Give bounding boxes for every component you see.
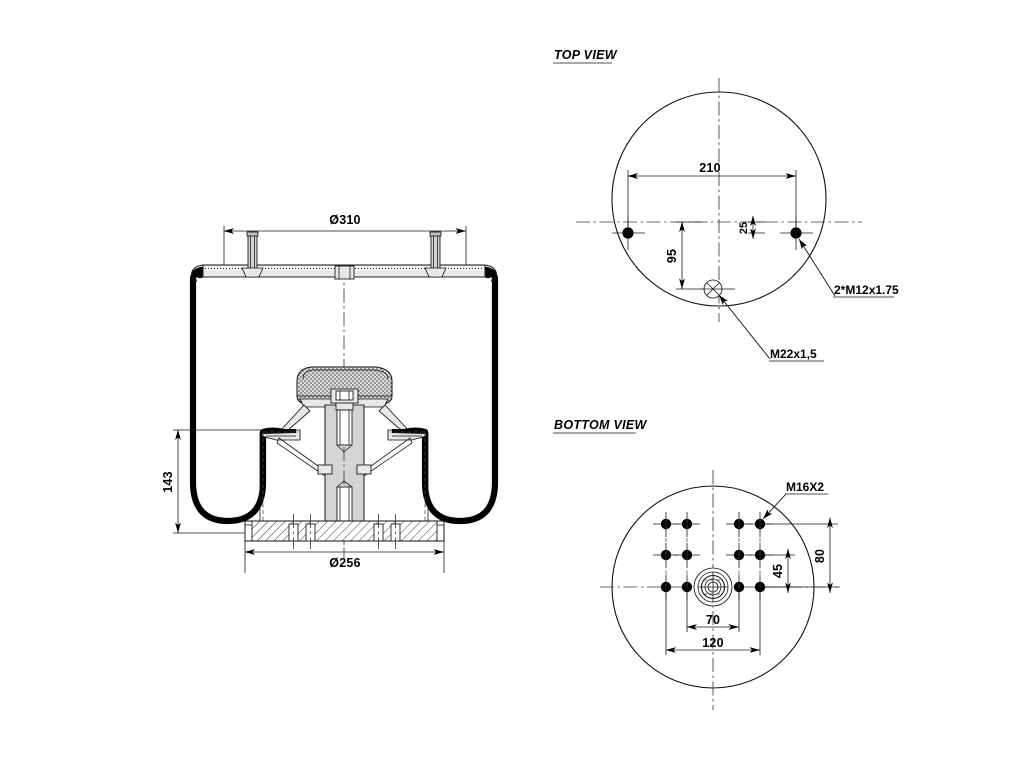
- bellows-right-lobe: [421, 276, 499, 525]
- top-plate-rim-right: [484, 264, 497, 282]
- dimension-inner-hole-spacing-70: 70: [686, 590, 740, 632]
- dim-label-95: 95: [665, 249, 679, 263]
- dim-label-45: 45: [771, 564, 785, 578]
- dim-label-25: 25: [738, 222, 750, 234]
- bellows-left-lobe: [189, 276, 267, 525]
- bumper-inner-contour: [302, 369, 389, 380]
- hole: [726, 512, 752, 537]
- bottom-view-center-port: [693, 567, 733, 607]
- callout-studs: 2*M12x1.75: [798, 238, 899, 298]
- dimension-stud-offset-25: 25: [738, 215, 765, 239]
- dimension-top-plate-diameter: Ø310: [223, 213, 467, 272]
- base-plate-assembly: [244, 514, 445, 549]
- top-view-title: TOP VIEW: [554, 48, 618, 62]
- dimension-outer-hole-spacing-120: 120: [665, 590, 761, 655]
- top-plate-assembly: [191, 231, 497, 282]
- dim-label-310: Ø310: [329, 213, 360, 227]
- top-view-group: TOP VIEW: [553, 48, 899, 362]
- dim-label-70: 70: [706, 613, 720, 627]
- piston-shoulder-right: [387, 427, 427, 441]
- mounting-stud-left: [241, 231, 264, 278]
- mounting-stud-right: [424, 231, 447, 278]
- bottom-view-title: BOTTOM VIEW: [554, 418, 648, 432]
- dim-label-120: 120: [702, 636, 723, 650]
- top-view-stud-right: [780, 217, 813, 250]
- top-plate-rim-left: [191, 264, 204, 282]
- dimension-row-offset-45: 45: [760, 548, 795, 593]
- callout-label-studs: 2*M12x1.75: [834, 283, 899, 297]
- dimension-base-plate-diameter: Ø256: [244, 541, 445, 573]
- dimension-stud-spacing-210: 210: [627, 161, 797, 230]
- dim-label-256: Ø256: [329, 556, 360, 570]
- dim-label-143: 143: [161, 471, 175, 492]
- shaft-collar-left: [317, 464, 333, 475]
- front-view-group: Ø310: [161, 213, 499, 573]
- callout-label-air-port: M22x1,5: [770, 347, 817, 361]
- callout-label-holes: M16X2: [786, 480, 824, 494]
- callout-holes: M16X2: [762, 480, 828, 520]
- base-plate-hatched: [244, 520, 445, 542]
- dim-label-80: 80: [813, 549, 827, 563]
- dimension-row-offset-80: 80: [760, 517, 838, 593]
- callout-air-port: M22x1,5: [718, 294, 824, 362]
- upper-bolt-housing: [330, 388, 359, 404]
- top-view-air-port: [700, 279, 735, 299]
- upper-bolt: [335, 401, 354, 453]
- air-port-fitting-top: [334, 265, 355, 280]
- dimension-piston-height: 143: [161, 429, 266, 534]
- shaft-collar-right: [356, 464, 372, 475]
- bottom-view-group: BOTTOM VIEW: [553, 418, 840, 710]
- dimension-stud-offset-95: 95: [665, 221, 702, 290]
- dim-label-210: 210: [699, 161, 720, 175]
- piston-assembly: [261, 366, 427, 545]
- piston-shoulder-left: [261, 427, 301, 441]
